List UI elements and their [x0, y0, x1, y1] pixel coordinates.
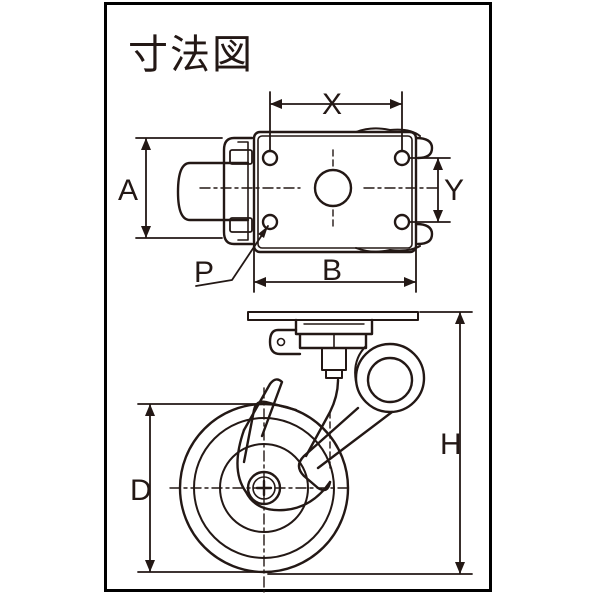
leader-p [195, 225, 269, 287]
top-lever [176, 161, 250, 222]
label-a: A [118, 174, 138, 207]
side-view [137, 311, 473, 593]
top-right-roll [414, 136, 434, 246]
top-left-bracket [222, 136, 254, 246]
top-plate [252, 130, 418, 254]
label-p: P [194, 256, 214, 289]
brake-loop-inner [366, 356, 414, 404]
stem-nut [321, 347, 347, 371]
top-view [135, 91, 451, 293]
label-d: D [130, 474, 152, 507]
dim-x [269, 91, 403, 151]
mount-hole [393, 149, 411, 167]
label-h: H [440, 428, 462, 461]
side-plate [247, 311, 419, 321]
wheel-lever [242, 378, 284, 438]
mount-hole [393, 213, 411, 231]
label-b: B [322, 254, 342, 287]
dim-b [253, 247, 417, 293]
lock-tab [268, 328, 302, 356]
dim-a [135, 137, 223, 239]
drawing-frame [104, 2, 492, 592]
dim-d [137, 403, 263, 573]
dim-h [267, 311, 473, 575]
mount-hole [261, 149, 279, 167]
mount-hole [261, 213, 279, 231]
label-x: X [322, 88, 342, 121]
center-hole [313, 168, 353, 208]
drawing-title: 寸法図 [128, 32, 254, 78]
fork [242, 378, 340, 464]
label-y: Y [444, 174, 464, 207]
